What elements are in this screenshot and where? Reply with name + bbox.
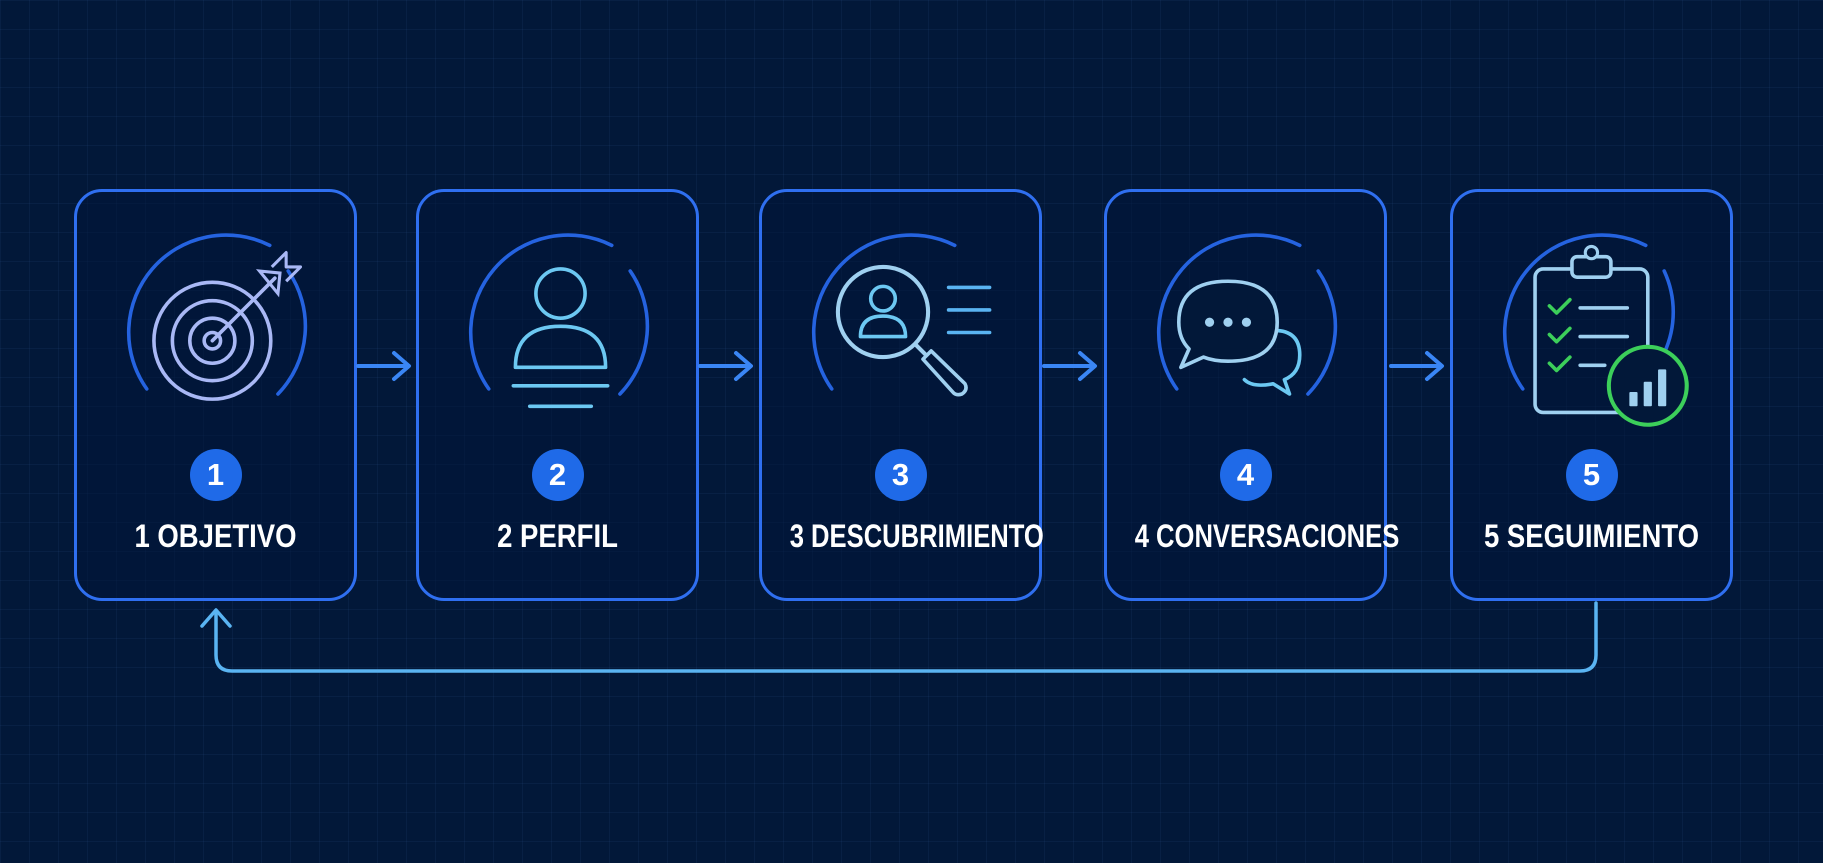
- step-label: 4 CONVERSACIONES: [1134, 518, 1400, 554]
- step-card-descubrimiento: 3 3 DESCUBRIMIENTO: [759, 189, 1044, 601]
- step-number-badge: 4: [1219, 449, 1272, 501]
- chat-bubbles-icon: [1146, 230, 1351, 435]
- step-card-conversaciones: 4 4 CONVERSACIONES: [1104, 189, 1400, 601]
- flow-arrow-icon: [1042, 351, 1097, 381]
- step-label: 3 DESCUBRIMIENTO: [789, 518, 1044, 554]
- target-arrow-icon: [116, 230, 321, 435]
- step-label: 5 SEGUIMIENTO: [1483, 518, 1700, 554]
- step-label: 1 OBJETIVO: [134, 518, 297, 554]
- step-card-seguimiento: 5 5 SEGUIMIENTO: [1450, 189, 1733, 601]
- step-number-badge: 2: [531, 449, 584, 501]
- step-label: 2 PERFIL: [497, 518, 618, 554]
- user-profile-icon: [458, 230, 663, 435]
- step-number-badge: 1: [189, 449, 242, 501]
- flow-arrow-icon: [1389, 351, 1444, 381]
- flow-arrow-icon: [356, 351, 411, 381]
- checklist-chart-icon: [1492, 230, 1697, 435]
- step-card-perfil: 2 2 PERFIL: [416, 189, 699, 601]
- flow-arrow-icon: [698, 351, 753, 381]
- step-number-badge: 5: [1565, 449, 1618, 501]
- search-user-icon: [801, 230, 1006, 435]
- step-number-badge: 3: [874, 449, 927, 501]
- step-card-objetivo: 1 1 OBJETIVO: [74, 189, 357, 601]
